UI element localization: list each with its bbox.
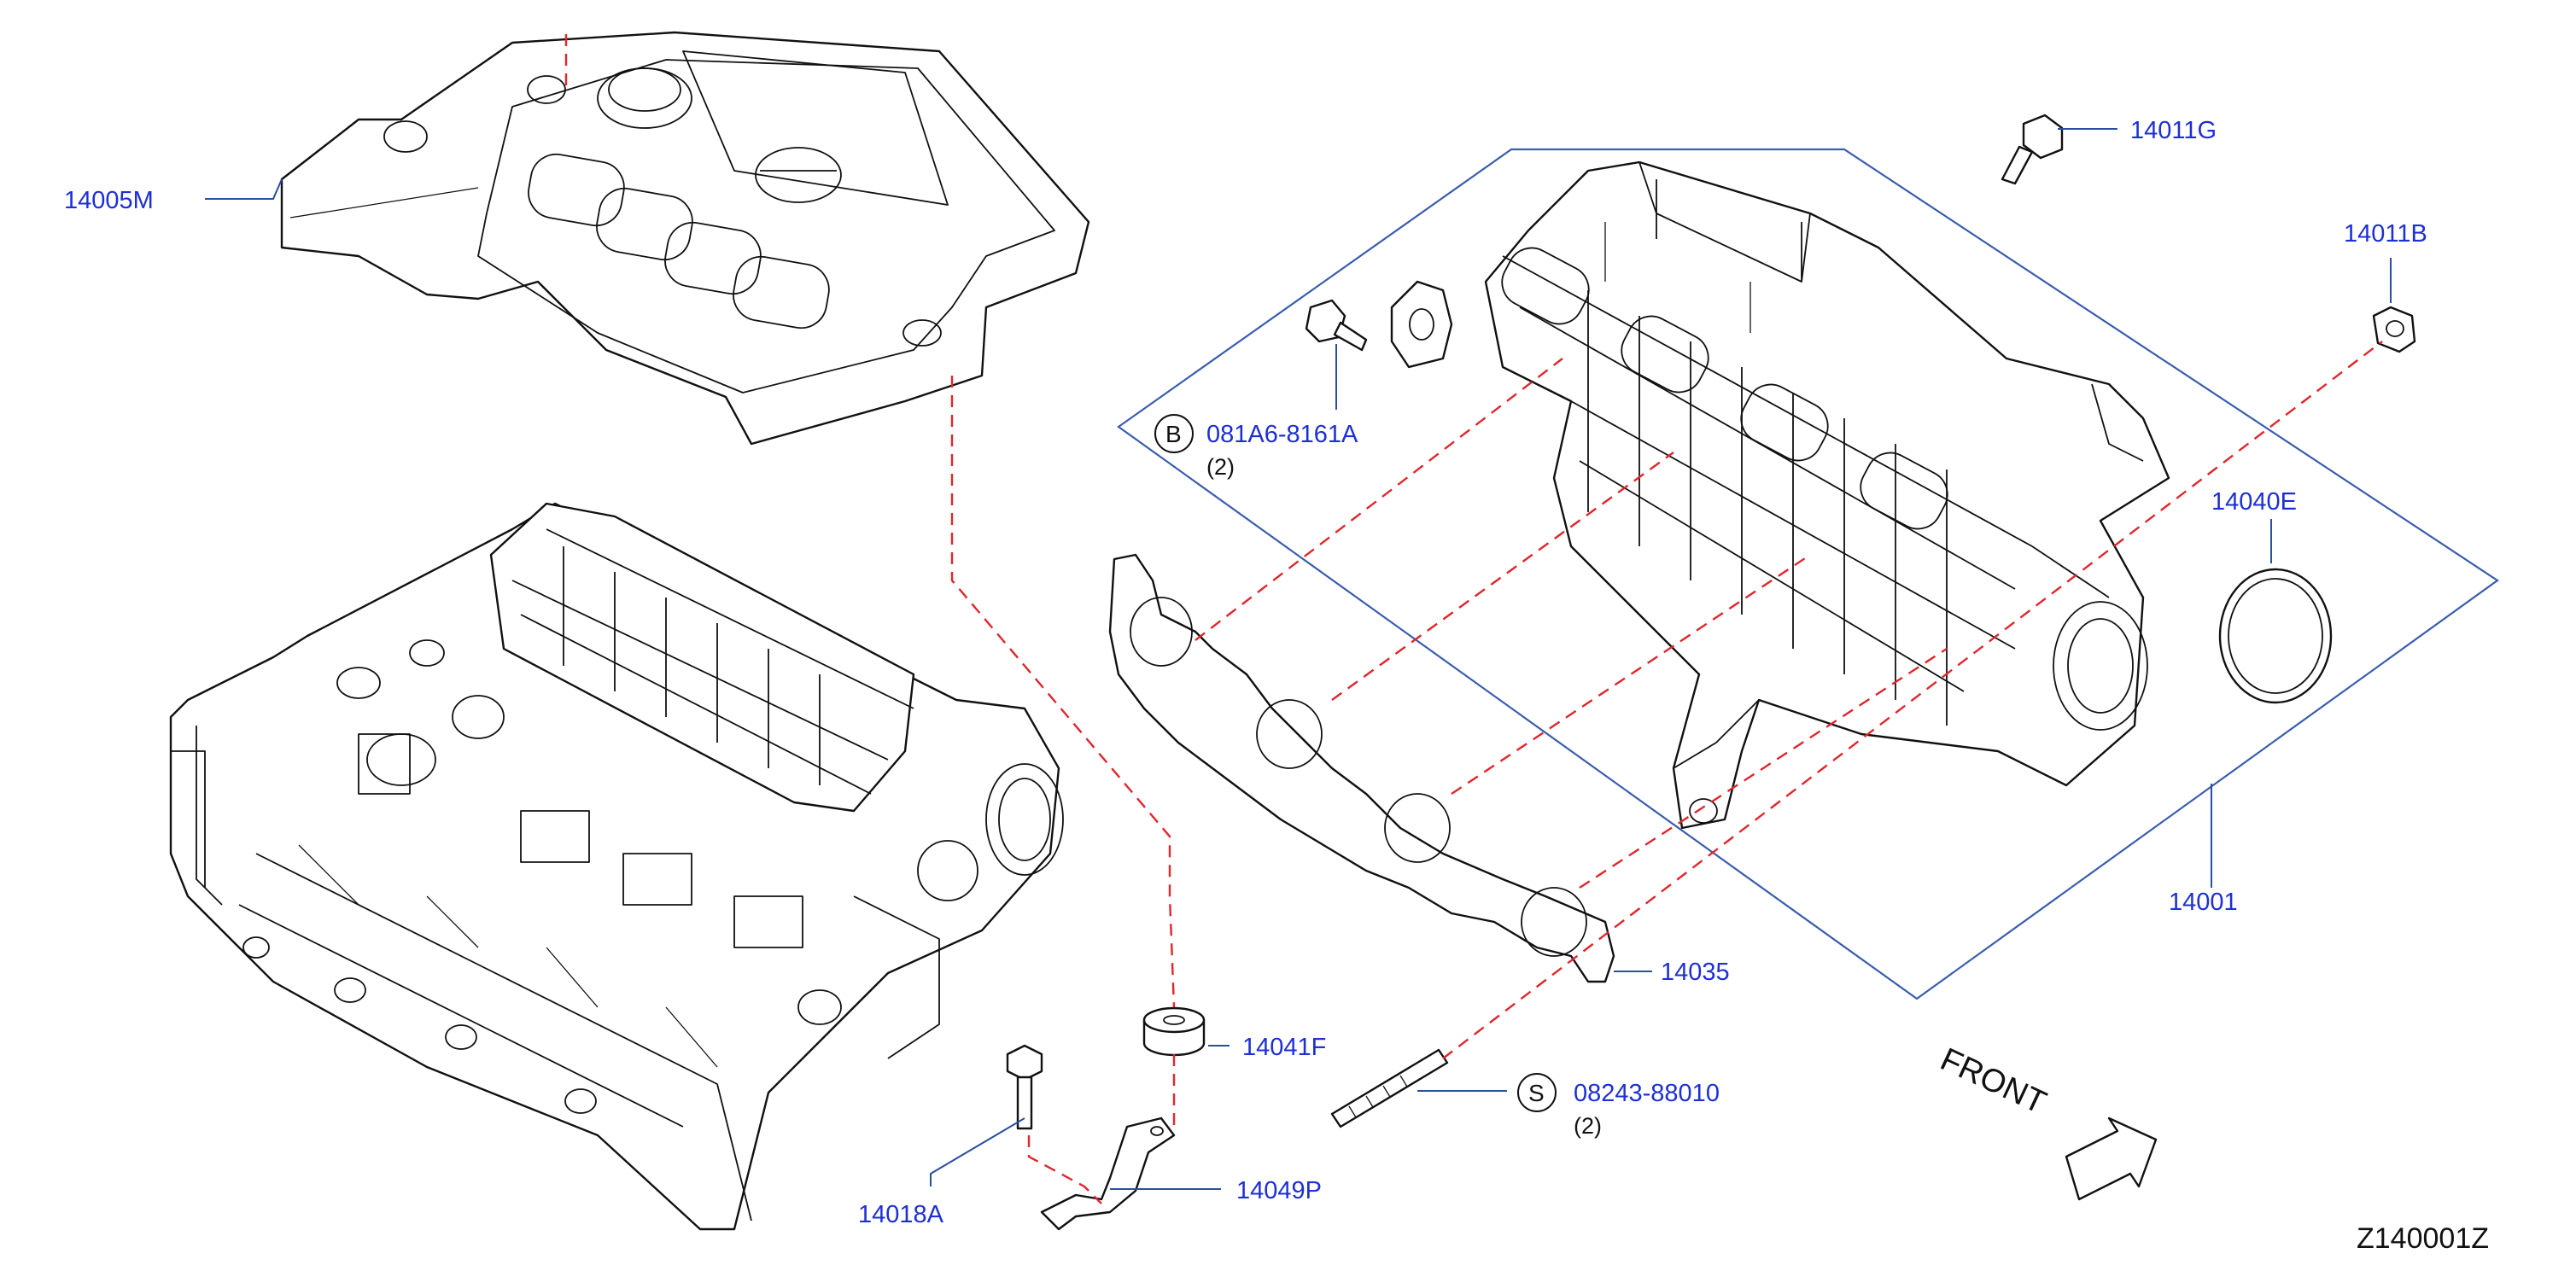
label-081A6-8161A[interactable]: 081A6-8161A <box>1206 421 1358 448</box>
label-14035[interactable]: 14035 <box>1661 959 1730 986</box>
bolt-14011G-drawing <box>2001 114 2064 185</box>
engine-cover-drawing <box>280 31 1090 446</box>
nut-14011B-drawing <box>2372 306 2416 353</box>
ring-14040E-drawing <box>2218 568 2333 704</box>
sensor-drawing <box>1390 280 1453 369</box>
leader-lines <box>205 128 2392 1190</box>
gasket-drawing <box>1108 553 1615 983</box>
label-14001[interactable]: 14001 <box>2169 889 2238 916</box>
circle-b-letter: B <box>1165 421 1182 447</box>
bracket-14049P-drawing <box>1040 1116 1176 1231</box>
assembly-dashed-lines <box>564 34 2383 1204</box>
spacer-14041F-drawing <box>1142 1006 1206 1057</box>
label-14011G[interactable]: 14011G <box>2130 117 2217 144</box>
label-14011B[interactable]: 14011B <box>2344 220 2427 248</box>
circle-b-marker <box>1154 414 1194 453</box>
qty-08243-88010: (2) <box>1574 1113 1602 1139</box>
label-14018A[interactable]: 14018A <box>858 1201 944 1228</box>
qty-081A6-8161A: (2) <box>1206 454 1235 480</box>
engine-assembly-drawing <box>169 502 1064 1231</box>
intake-manifold-drawing <box>1484 160 2170 830</box>
label-14005M[interactable]: 14005M <box>64 187 154 214</box>
label-14041F[interactable]: 14041F <box>1242 1034 1326 1061</box>
manifold-group-outline <box>1117 148 2499 1000</box>
label-14049P[interactable]: 14049P <box>1236 1177 1322 1204</box>
label-14040E[interactable]: 14040E <box>2211 488 2297 516</box>
part-labels: 14005M 14011G 14011B B 081A6-8161A (2) 1… <box>64 117 2427 1228</box>
bolt-14018A-drawing <box>1006 1044 1043 1130</box>
circle-s-letter: S <box>1528 1080 1545 1106</box>
stud-08243-drawing <box>1330 1048 1449 1128</box>
front-label: FRONT <box>1935 1041 2051 1121</box>
diagram-reference-code: Z140001Z <box>2357 1222 2489 1255</box>
circle-s-marker <box>1517 1073 1557 1112</box>
front-arrow-icon <box>2065 1116 2158 1201</box>
front-indicator: FRONT <box>1935 1041 2158 1201</box>
label-08243-88010[interactable]: 08243-88010 <box>1574 1080 1720 1107</box>
bolt-081A6-drawing <box>1305 299 1368 352</box>
